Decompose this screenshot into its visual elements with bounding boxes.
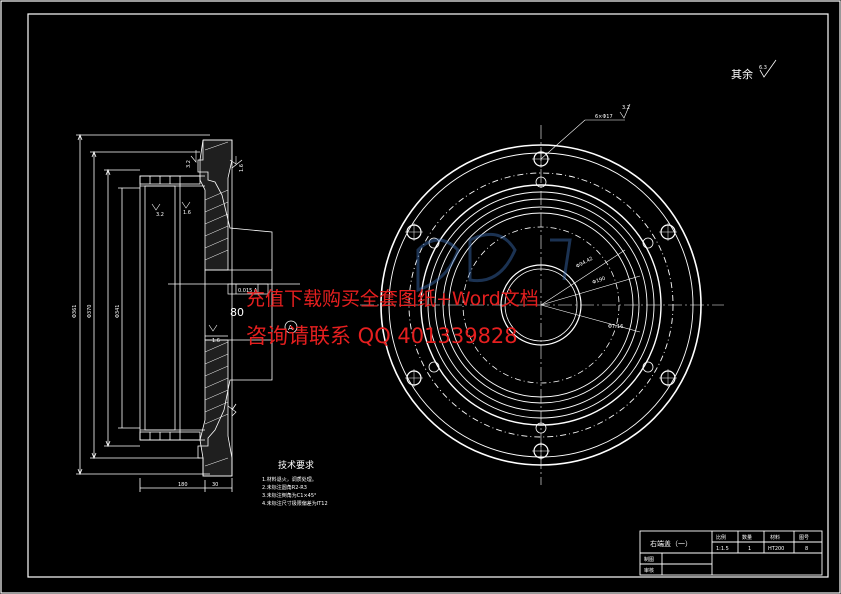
requirement-item: 2.未标注圆角R2-R3 (262, 485, 307, 491)
title-value-drawing-no: 8 (805, 546, 808, 552)
title-value-material: HT200 (768, 546, 784, 552)
dim-bottom-180: 180 (178, 482, 188, 488)
title-header-drawing-no: 图号 (799, 535, 809, 541)
small-datum-icon (227, 405, 237, 417)
requirements-block: 技术要求 1.材料退火，调质处理。 2.未标注圆角R2-R3 3.未标注倒角为C… (262, 460, 392, 508)
label-phi7-16: Φ7-16 (608, 324, 623, 330)
front-leaders (540, 103, 641, 333)
label-phi190: Φ190 (592, 276, 607, 286)
dim-phi341: Φ341 (115, 305, 121, 318)
title-header-scale: 比例 (716, 534, 726, 541)
requirement-item: 3.未标注倒角为C1×45° (262, 493, 317, 499)
title-header-qty: 数量 (742, 534, 752, 541)
roughness-left-1: 3.2 (186, 160, 192, 168)
roughness-left-5: 1.6 (212, 338, 220, 344)
watermark-logo-icon (416, 232, 572, 293)
title-value-scale: 1:1.5 (716, 546, 729, 552)
roughness-marks-icon (151, 150, 237, 332)
roughness-left-4: 1.6 (183, 210, 191, 216)
tolerance-value: 0.015 A (238, 288, 258, 294)
section-hatching (204, 141, 229, 467)
title-value-qty: 1 (748, 546, 751, 552)
tolerance-frame (227, 283, 269, 295)
datum-circle-icon (284, 320, 298, 334)
section-view (76, 133, 300, 492)
title-row-draw: 制图 (644, 556, 654, 563)
title-row-check: 审核 (644, 567, 654, 574)
title-part-name: 右端盖（一） (650, 539, 692, 548)
roughness-note: 其余 (731, 67, 753, 81)
title-block (639, 530, 823, 576)
roughness-symbol-icon (759, 59, 777, 78)
requirement-item: 1.材料退火，调质处理。 (262, 477, 317, 483)
roughness-left-3: 3.2 (156, 212, 164, 218)
inner-border (27, 13, 829, 578)
bolt-hole-crosshairs (405, 150, 677, 460)
datum-label: A (288, 324, 293, 332)
dim-bottom-30: 30 (212, 482, 218, 488)
requirements-title: 技术要求 (278, 461, 315, 471)
title-header-material: 材料 (770, 534, 780, 541)
roughness-left-2: 1.6 (239, 164, 245, 172)
dim-phi370: Φ370 (87, 305, 93, 318)
label-6xphi17: 6×Φ17 (595, 114, 613, 120)
roughness-value: 6.3 (759, 65, 767, 71)
dim-phi361: Φ361 (72, 305, 78, 318)
requirement-item: 4.未标注尺寸极限偏差为IT12 (262, 501, 328, 507)
dim-80: 80 (230, 306, 244, 319)
watermark-line-1: 充值下载购买全套图纸+Word文档 (246, 288, 539, 310)
roughness-right-value: 3.2 (622, 105, 630, 111)
watermark-line-2: 咨询请联系 QQ 401339828 (246, 324, 518, 348)
label-phi94: Φ94.42 (575, 256, 594, 270)
